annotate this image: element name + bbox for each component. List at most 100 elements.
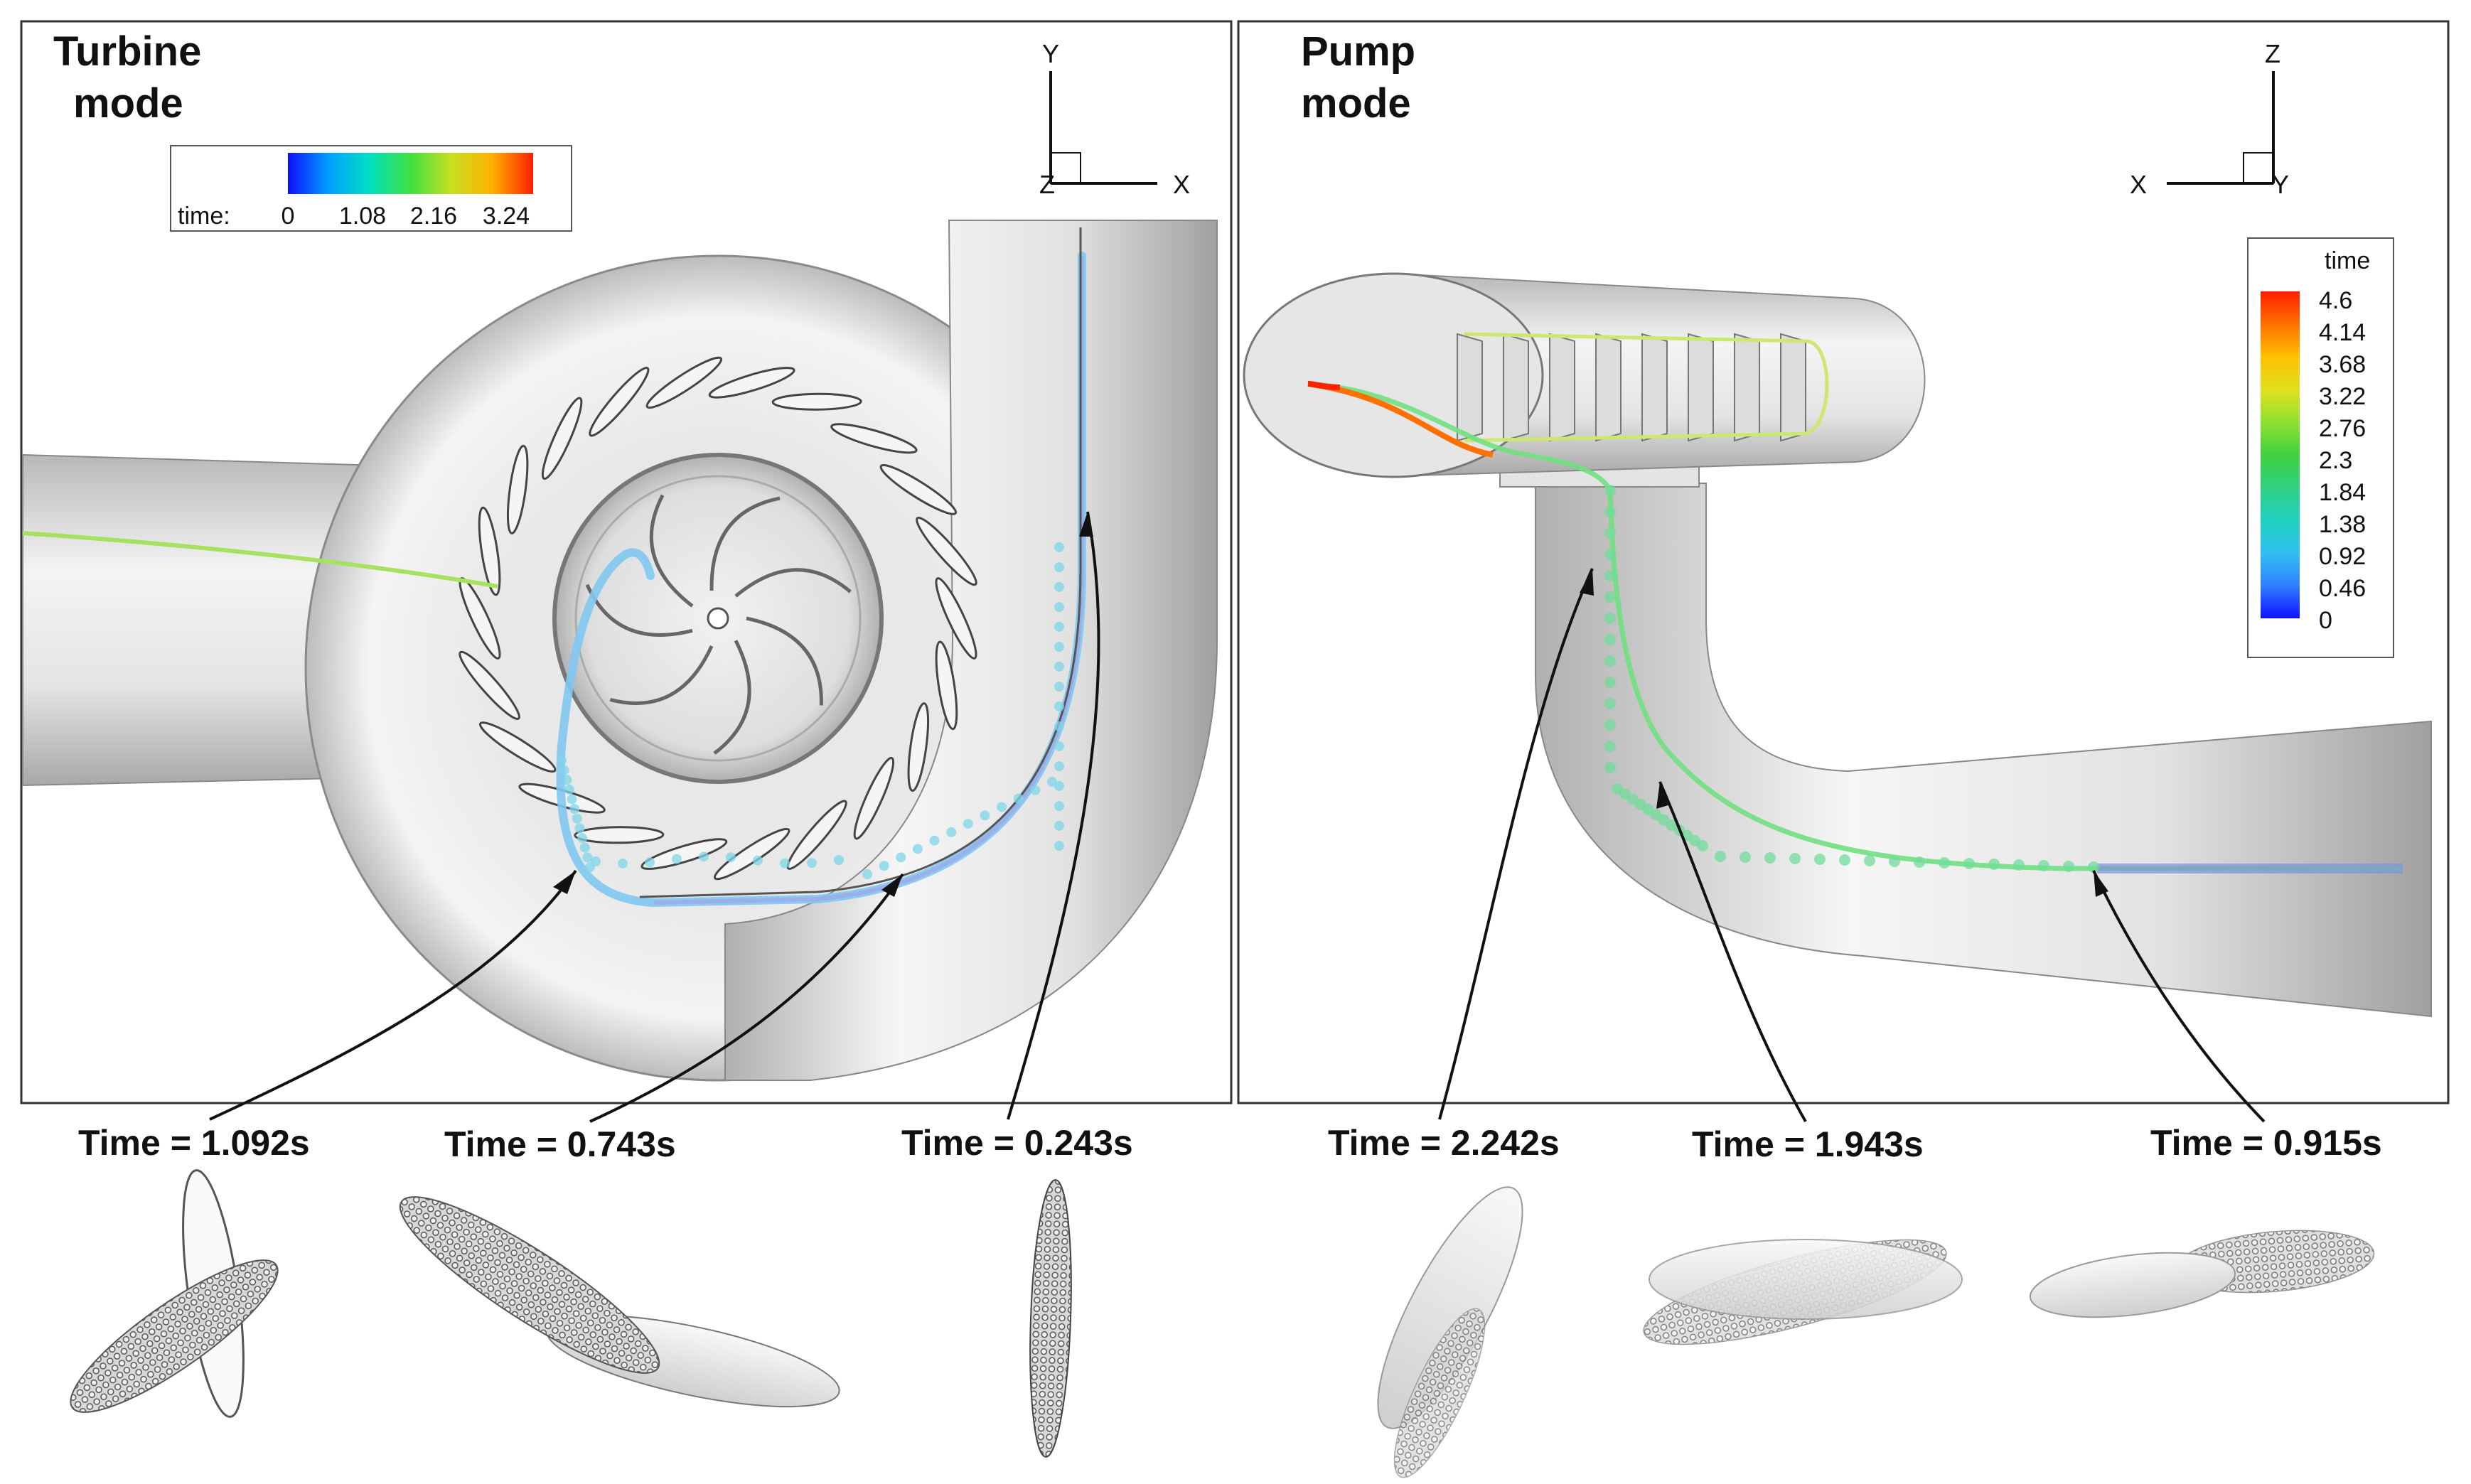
- particle-dot: [1047, 777, 1057, 787]
- callout-arrow: [2092, 870, 2266, 1123]
- particle-snapshots: [70, 1169, 2375, 1478]
- particle-snapshot: [399, 1196, 840, 1408]
- pump-colorbar-title: time: [2325, 247, 2370, 274]
- particle-dot: [1054, 602, 1064, 612]
- particle-dot: [1054, 761, 1064, 771]
- particle-dot: [2088, 861, 2099, 873]
- particle-dot: [1604, 549, 1616, 560]
- particle-dot: [1740, 851, 1751, 863]
- particle-dot: [980, 810, 990, 821]
- particle-dot: [1864, 855, 1875, 866]
- pump-runner-blades: [1457, 332, 1829, 443]
- callout-arrow: [589, 873, 904, 1123]
- particle-dot: [1789, 853, 1801, 864]
- particle-dot: [1604, 655, 1616, 667]
- guide-vane: [879, 463, 958, 515]
- guide-vane: [830, 423, 918, 454]
- particle-snapshot: [1643, 1239, 1963, 1345]
- runner-blade: [709, 496, 781, 591]
- particle-dot: [585, 862, 595, 872]
- turbine-colorbar-title: time:: [178, 203, 230, 230]
- particle-dot: [672, 854, 682, 864]
- turbine-axis-x: X: [1173, 170, 1190, 199]
- pump-colorbar-tick: 0.92: [2319, 543, 2366, 570]
- turbine-axis-y: Y: [1042, 39, 1059, 68]
- particle-dot: [896, 852, 906, 863]
- runner-blade: [649, 494, 694, 608]
- pump-colorbar-tick: 0: [2319, 607, 2332, 634]
- guide-vane: [589, 367, 650, 437]
- turbine-time-label: Time = 0.743s: [444, 1124, 676, 1164]
- pump-colorbar-tick: 1.84: [2319, 479, 2366, 506]
- particle-snapshot: [1377, 1186, 1523, 1478]
- particle-dot: [1604, 719, 1616, 731]
- guide-vane: [541, 397, 583, 480]
- particle-dot: [997, 802, 1007, 812]
- pump-runner-blade: [1503, 333, 1529, 442]
- particle-dot: [618, 858, 628, 869]
- pump-colorbar-tick: 4.14: [2319, 319, 2366, 346]
- pump-time-label: Time = 0.915s: [2150, 1123, 2382, 1163]
- pump-trajectory: [1307, 381, 2403, 871]
- runner-hub: [707, 607, 729, 630]
- particle-dot: [2013, 859, 2025, 871]
- callout-arrow: [1438, 568, 1594, 1120]
- particle-dot: [807, 858, 817, 869]
- particle-dot: [1604, 591, 1616, 603]
- particle-dot: [1054, 562, 1064, 572]
- guide-vane: [916, 517, 977, 586]
- particle-dot: [577, 833, 588, 844]
- pump-draft-tube: [1535, 483, 2432, 1018]
- pump-time-label: Time = 2.242s: [1328, 1123, 1560, 1163]
- guide-vane: [574, 826, 665, 844]
- particle-dot: [1054, 841, 1064, 851]
- particle-dot: [1604, 698, 1616, 709]
- pump-colorbar-tick: 0.46: [2319, 575, 2366, 602]
- guide-vane: [645, 356, 723, 409]
- particle-dot: [862, 869, 872, 879]
- pump-runner-blade: [1641, 333, 1668, 442]
- particle-dot: [559, 765, 569, 775]
- turbine-colorbar-tick: 3.24: [483, 203, 530, 230]
- pump-axis-x: X: [2130, 170, 2147, 199]
- particle-dot: [1914, 856, 1925, 868]
- turbine-colorbar: time: 0 1.08 2.16 3.24: [170, 145, 572, 232]
- particle-dot: [1814, 854, 1826, 865]
- particle-dot: [1054, 701, 1064, 711]
- guide-vanes: [459, 356, 977, 881]
- turbine-trajectory-inlet: [22, 531, 498, 588]
- particle-dot: [1697, 840, 1708, 851]
- particle-dot: [753, 855, 763, 866]
- turbine-title-line2: mode: [73, 80, 183, 127]
- turbine-axis-triad: Y X Z: [1039, 39, 1190, 199]
- particle-dot: [1889, 856, 1900, 867]
- particle-dot: [1604, 613, 1616, 624]
- particle-snapshot: [70, 1169, 279, 1418]
- guide-vane: [478, 721, 557, 773]
- pump-time-label: Time = 1.943s: [1692, 1124, 1924, 1164]
- particle-dot: [1604, 527, 1616, 539]
- pump-runner-blade: [1780, 333, 1806, 442]
- pump-runner-blade: [1595, 333, 1622, 442]
- pump-title-line1: Pump: [1301, 28, 1415, 75]
- guide-vane: [640, 838, 728, 870]
- callout-arrows: [209, 511, 2266, 1123]
- particle-dot: [1839, 854, 1850, 866]
- guide-vane: [771, 392, 862, 411]
- particle-dot: [1604, 634, 1616, 645]
- particle-dot: [1054, 741, 1064, 751]
- particle-dot: [1054, 542, 1064, 552]
- turbine-axis-z: Z: [1039, 170, 1055, 199]
- pump-axis-z: Z: [2265, 39, 2280, 68]
- particle-dot: [1054, 622, 1064, 632]
- particle-dot: [834, 855, 844, 865]
- particle-dot: [1963, 858, 1975, 869]
- turbine-colorbar-tick: 2.16: [410, 203, 457, 230]
- pump-colorbar-tick: 4.6: [2319, 287, 2352, 314]
- guide-vane: [786, 800, 847, 870]
- particle-dot: [912, 844, 923, 854]
- runner-blade: [609, 645, 714, 705]
- guide-vane: [907, 702, 930, 792]
- guide-vane: [935, 640, 958, 731]
